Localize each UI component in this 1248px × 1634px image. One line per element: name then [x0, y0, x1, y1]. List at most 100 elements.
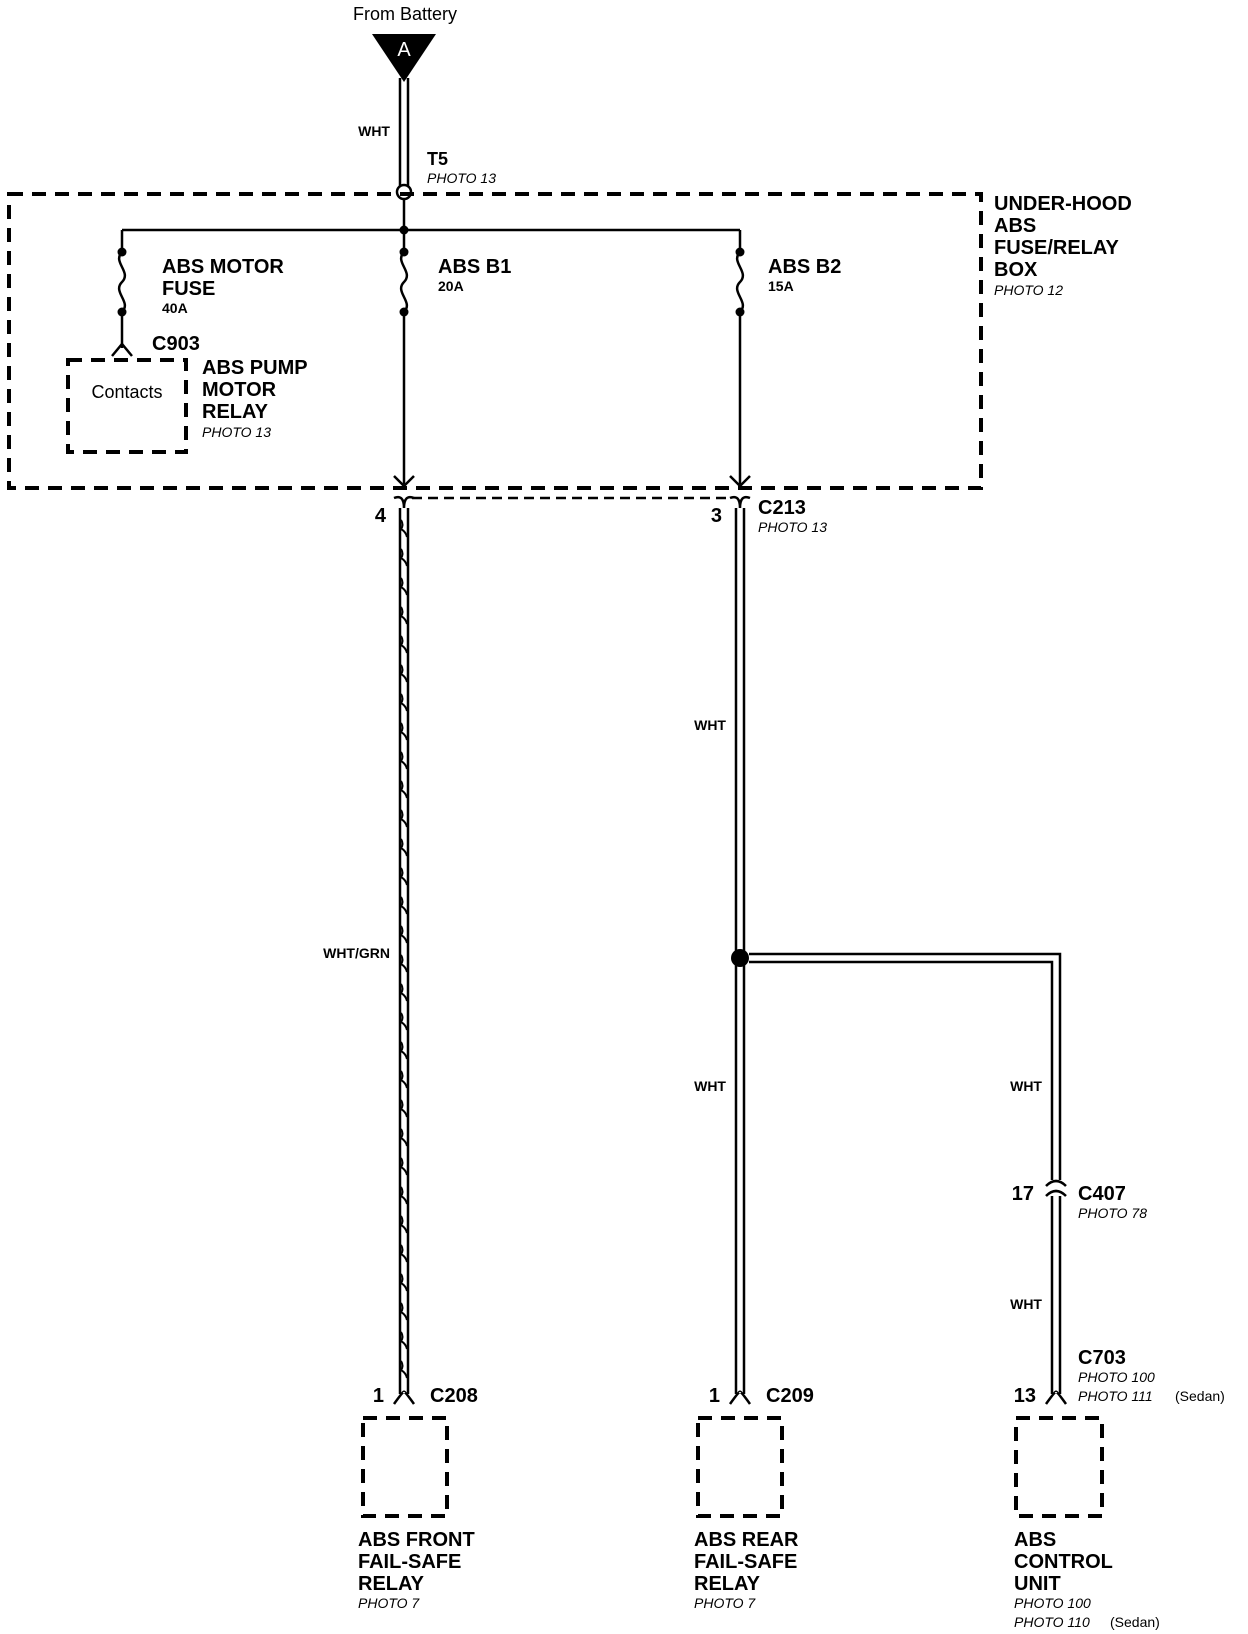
c208-socket	[392, 1390, 416, 1405]
fuse-box-title-2: ABS	[994, 215, 1036, 237]
c407-pin: 17	[1012, 1183, 1034, 1205]
wire-stripe-mark	[399, 867, 408, 886]
motor-fuse-rating: 40A	[162, 300, 188, 316]
control-unit-name-2: CONTROL	[1014, 1551, 1113, 1573]
c213-pin4-socket	[393, 495, 415, 509]
battery-terminal-triangle	[372, 34, 436, 82]
wire-stripe-mark	[399, 1331, 408, 1350]
c703-photo-2-note: (Sedan)	[1175, 1388, 1225, 1404]
ctrl-branch-outer	[749, 952, 1062, 1180]
splice-point	[731, 949, 749, 967]
wire-stripe-mark	[399, 925, 408, 944]
rear-relay-box	[696, 1416, 784, 1518]
rear-wire-color-lower: WHT	[694, 1078, 726, 1094]
relay-photo: PHOTO 13	[202, 424, 271, 440]
b1-name: ABS B1	[438, 256, 511, 278]
b2-rating: 15A	[768, 278, 794, 294]
control-unit-name-1: ABS	[1014, 1529, 1056, 1551]
wire-stripe-mark	[399, 1244, 408, 1263]
c208-pin: 1	[373, 1385, 384, 1407]
fuse-relay-box	[7, 192, 983, 490]
c209-label: C209	[766, 1385, 814, 1407]
c703-label: C703	[1078, 1347, 1126, 1369]
fuse-box-title-1: UNDER-HOOD	[994, 193, 1132, 215]
wire-stripe-mark	[399, 838, 408, 857]
c213-label: C213	[758, 497, 806, 519]
b1-fuse-element	[399, 251, 409, 313]
wire-stripe-mark	[399, 548, 408, 567]
t5-label: T5	[427, 149, 448, 169]
c703-photo-2: PHOTO 111	[1078, 1388, 1153, 1404]
wire-stripe-mark	[399, 1186, 408, 1205]
wire-stripe-mark	[399, 1041, 408, 1060]
front-relay-photo: PHOTO 7	[358, 1595, 420, 1611]
rear-relay-name-3: RELAY	[694, 1573, 761, 1595]
c208-label: C208	[430, 1385, 478, 1407]
motor-fuse-name-1: ABS MOTOR	[162, 256, 284, 278]
wire-stripe-mark	[399, 693, 408, 712]
relay-name-3: RELAY	[202, 401, 269, 423]
front-wire-color: WHT/GRN	[323, 945, 390, 961]
wire-stripe-mark	[399, 1360, 408, 1379]
c213-pin3-socket	[729, 495, 751, 509]
rear-wire-color-upper: WHT	[694, 717, 726, 733]
wire-stripe-mark	[399, 1273, 408, 1292]
terminal-letter: A	[397, 39, 411, 61]
c213-pin-4: 4	[375, 505, 387, 527]
wire-stripe-mark	[399, 519, 408, 538]
wire-stripe-mark	[399, 1070, 408, 1089]
wire-stripe-mark	[399, 1128, 408, 1147]
control-unit-photo-1: PHOTO 100	[1014, 1595, 1091, 1611]
c209-pin: 1	[709, 1385, 720, 1407]
c703-photo-1: PHOTO 100	[1078, 1369, 1155, 1385]
control-unit-box	[1014, 1416, 1104, 1518]
b1-arrow	[393, 475, 415, 488]
c903-connector	[111, 342, 133, 357]
ctrl-wire-color-upper: WHT	[1010, 1078, 1042, 1094]
wire-stripe-mark	[399, 896, 408, 915]
c703-pin: 13	[1014, 1385, 1036, 1407]
wire-stripe-mark	[399, 606, 408, 625]
wire-stripe-mark	[399, 664, 408, 683]
c407-lower-half	[1045, 1189, 1067, 1197]
c903-label: C903	[152, 333, 200, 355]
wire-stripe-mark	[399, 577, 408, 596]
battery-wire-color: WHT	[358, 123, 390, 139]
front-relay-name-1: ABS FRONT	[358, 1529, 475, 1551]
b2-arrow	[729, 475, 751, 488]
c213-photo: PHOTO 13	[758, 519, 827, 535]
motor-fuse-element	[117, 251, 127, 313]
wire-stripe-mark	[399, 780, 408, 799]
b2-name: ABS B2	[768, 256, 841, 278]
front-relay-box	[361, 1416, 449, 1518]
fuse-box-title-3: FUSE/RELAY	[994, 237, 1120, 259]
c407-upper-half	[1045, 1179, 1067, 1187]
b1-rating: 20A	[438, 278, 464, 294]
wire-stripe-mark	[399, 751, 408, 770]
rear-relay-name-1: ABS REAR	[694, 1529, 799, 1551]
fuse-box-title-4: BOX	[994, 259, 1038, 281]
rear-relay-photo: PHOTO 7	[694, 1595, 756, 1611]
wire-stripe-mark	[399, 1012, 408, 1031]
rear-relay-name-2: FAIL-SAFE	[694, 1551, 797, 1573]
wire-stripe-mark	[399, 1215, 408, 1234]
wire-stripe-mark	[399, 809, 408, 828]
relay-name-2: MOTOR	[202, 379, 277, 401]
wire-stripe-mark	[399, 1302, 408, 1321]
wire-stripe-mark	[399, 983, 408, 1002]
wire-stripe-mark	[399, 722, 408, 741]
ctrl-branch-inner	[749, 960, 1054, 1180]
c703-socket	[1044, 1390, 1068, 1405]
front-relay-name-3: RELAY	[358, 1573, 425, 1595]
c209-socket	[728, 1390, 752, 1405]
contacts-label: Contacts	[91, 382, 162, 402]
control-unit-photo-2: PHOTO 110	[1014, 1614, 1090, 1630]
control-unit-photo-2-note: (Sedan)	[1110, 1614, 1160, 1630]
c407-photo: PHOTO 78	[1078, 1205, 1147, 1221]
fuse-box-photo: PHOTO 12	[994, 282, 1063, 298]
relay-name-1: ABS PUMP	[202, 357, 308, 379]
wire-stripe-mark	[399, 635, 408, 654]
b2-fuse-element	[735, 251, 745, 313]
wire-stripe-mark	[399, 1099, 408, 1118]
